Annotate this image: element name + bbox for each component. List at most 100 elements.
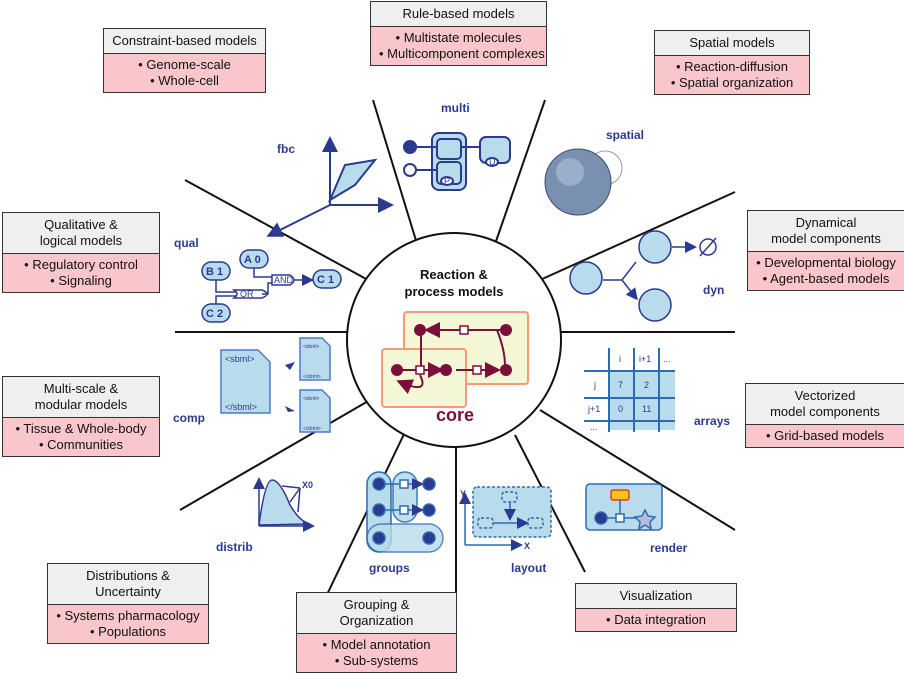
card-items: • Grid-based models	[746, 425, 904, 447]
small-sbml-open-2: <sbml>	[303, 396, 319, 402]
card-item-text: Spatial organization	[678, 75, 794, 90]
bullet-icon: •	[395, 30, 404, 45]
sbml-close-tag: </sbml>	[225, 402, 257, 412]
card-title-line: Uncertainty	[95, 584, 161, 599]
small-sbml-close-1: </sbml>	[303, 374, 321, 380]
spatial-sphere-icon	[544, 148, 623, 216]
card-title-line: Qualitative &	[44, 217, 118, 232]
layout-icon	[459, 486, 552, 551]
and-gate: AND	[274, 275, 294, 285]
card-title-line: Multi-scale &	[43, 381, 119, 396]
card-item: • Grid-based models	[754, 428, 896, 444]
card-items: • Regulatory control• Signaling	[3, 254, 159, 292]
package-label-comp: comp	[173, 411, 206, 425]
bullet-icon: •	[606, 612, 615, 627]
row-more: ...	[590, 422, 598, 432]
fbc-polytope-icon	[266, 136, 394, 237]
cell: 11	[642, 404, 651, 414]
bullet-icon: •	[24, 257, 33, 272]
card-item-text: Tissue & Whole-body	[23, 421, 147, 436]
card-item: • Regulatory control	[11, 257, 151, 273]
qual-node-c1: C 1	[317, 274, 334, 286]
arrays-grid-icon	[584, 348, 675, 432]
category-card-render: Visualization• Data integration	[575, 583, 737, 632]
card-title-line: Constraint-based models	[112, 33, 257, 48]
category-card-comp: Multi-scale &modular models • Tissue & Wh…	[2, 376, 160, 457]
card-title-line: Organization	[339, 613, 414, 628]
groups-icon	[366, 471, 444, 553]
card-item-text: Agent-based models	[770, 271, 890, 286]
card-title: Grouping &Organization	[297, 593, 456, 634]
card-item: • Multistate molecules	[379, 30, 538, 46]
col-i1: i+1	[639, 354, 651, 364]
core-label: core	[435, 405, 475, 425]
small-sbml-close-2: </sbml>	[303, 426, 321, 432]
category-card-qual: Qualitative &logical models• Regulatory …	[2, 212, 160, 293]
card-item-text: Systems pharmacology	[64, 608, 200, 623]
card-item: • Communities	[11, 437, 151, 453]
package-label-spatial: spatial	[606, 128, 645, 142]
card-item: • Reaction-diffusion	[663, 59, 801, 75]
layout-y-axis: Y	[460, 489, 466, 499]
core-title-line: process models	[404, 284, 504, 299]
card-item: • Agent-based models	[756, 271, 896, 287]
card-item-text: Regulatory control	[32, 257, 138, 272]
card-item-text: Model annotation	[330, 637, 431, 652]
card-item: • Signaling	[11, 273, 151, 289]
card-item-text: Sub-systems	[343, 653, 419, 668]
card-item-text: Populations	[98, 624, 167, 639]
card-item: • Multicomponent complexes	[379, 46, 545, 62]
package-label-dyn: dyn	[703, 283, 725, 297]
bullet-icon: •	[322, 637, 331, 652]
card-item-text: Multistate molecules	[403, 30, 522, 45]
card-items: • Reaction-diffusion• Spatial organizati…	[655, 56, 809, 94]
card-title-line: Dynamical	[795, 215, 857, 230]
row-j1: j+1	[587, 404, 600, 414]
bullet-icon: •	[150, 73, 159, 88]
card-title: Constraint-based models	[104, 29, 265, 54]
category-card-fbc: Constraint-based models • Genome-scale• W…	[103, 28, 266, 93]
bullet-icon: •	[676, 59, 685, 74]
bullet-icon: •	[15, 421, 24, 436]
distrib-param: X0	[302, 480, 313, 490]
card-item: • Tissue & Whole-body	[11, 421, 151, 437]
package-label-render: render	[650, 541, 688, 555]
card-items: • Developmental biology• Agent-based mod…	[748, 252, 904, 290]
card-item-text: Whole-cell	[158, 73, 219, 88]
multi-complex-icon	[403, 132, 511, 191]
spoke-lines	[175, 99, 736, 631]
layout-x-axis: X	[524, 541, 530, 551]
package-label-fbc: fbc	[277, 142, 295, 156]
distrib-curve-icon	[253, 477, 315, 532]
qual-node-c2: C 2	[206, 308, 223, 320]
card-item-text: Data integration	[614, 612, 706, 627]
card-title: Spatial models	[655, 31, 809, 56]
card-title-line: Rule-based models	[402, 6, 515, 21]
card-title: Multi-scale &modular models	[3, 377, 159, 418]
bullet-icon: •	[56, 608, 65, 623]
qual-node-b1: B 1	[206, 266, 223, 278]
card-title-line: model components	[771, 231, 881, 246]
card-title: Rule-based models	[371, 2, 546, 27]
comp-documents-icon	[220, 337, 331, 433]
card-title: Qualitative &logical models	[3, 213, 159, 254]
card-item: • Spatial organization	[663, 75, 801, 91]
card-item-text: Reaction-diffusion	[684, 59, 788, 74]
category-card-groups: Grouping &Organization• Model annotation…	[296, 592, 457, 673]
card-item-text: Communities	[47, 437, 124, 452]
col-i: i	[619, 354, 621, 364]
card-title-line: Grouping &	[343, 597, 410, 612]
package-label-qual: qual	[174, 236, 199, 250]
card-items: • Genome-scale• Whole-cell	[104, 54, 265, 92]
dyn-division-icon	[569, 230, 717, 322]
card-item: • Developmental biology	[756, 255, 896, 271]
card-title-line: modular models	[34, 397, 128, 412]
card-items: • Model annotation• Sub-systems	[297, 634, 456, 672]
cell: 7	[618, 380, 623, 390]
card-item-text: Developmental biology	[764, 255, 896, 270]
card-title-line: model components	[770, 404, 880, 419]
site-p: P	[444, 176, 450, 186]
